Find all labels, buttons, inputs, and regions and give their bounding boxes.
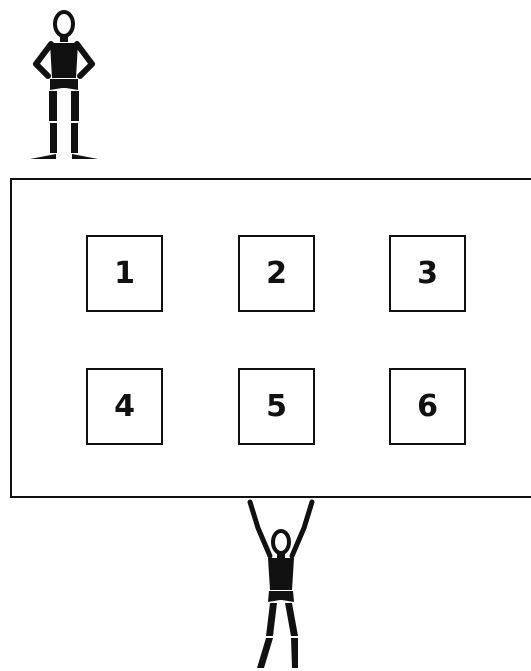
standing-person-icon: [30, 10, 98, 159]
cell-2[interactable]: 2: [238, 235, 315, 312]
board: 1 2 3 4 5 6: [10, 178, 531, 498]
person-holding-board-icon: [247, 499, 315, 668]
cell-6[interactable]: 6: [389, 368, 466, 445]
cell-1[interactable]: 1: [86, 235, 163, 312]
cell-5[interactable]: 5: [238, 368, 315, 445]
cell-3[interactable]: 3: [389, 235, 466, 312]
cell-4[interactable]: 4: [86, 368, 163, 445]
